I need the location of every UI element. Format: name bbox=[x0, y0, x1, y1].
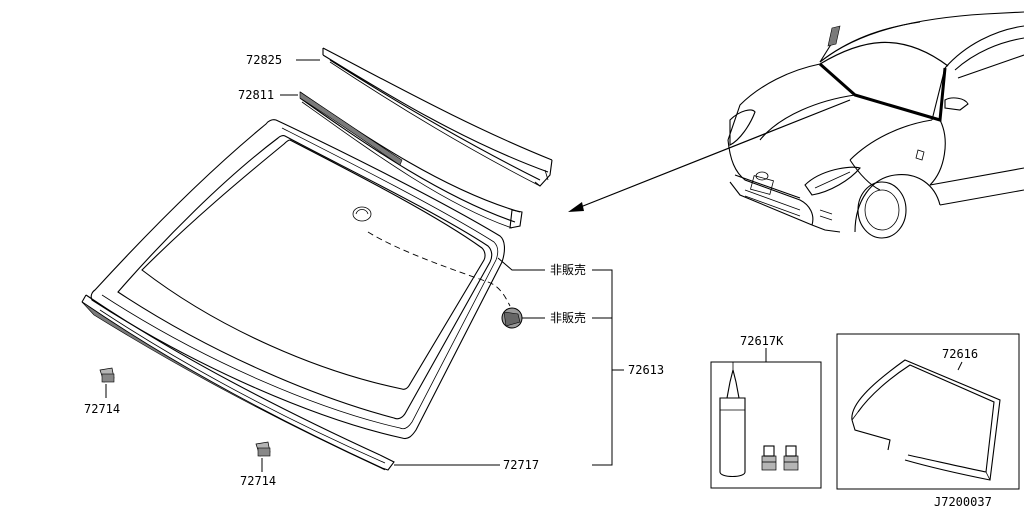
dam-rubber-box bbox=[836, 333, 1020, 490]
car-illustration bbox=[727, 11, 1024, 239]
label-not-for-sale-2: 非販売 bbox=[550, 310, 586, 325]
label-dam-rubber: 72616 bbox=[942, 347, 978, 361]
label-weatherstrip: 72825 bbox=[246, 53, 282, 67]
weatherstrip-part bbox=[322, 47, 553, 187]
label-clip-left: 72714 bbox=[84, 402, 120, 416]
label-windshield-glass: 72613 bbox=[628, 363, 664, 377]
pointer-arrow bbox=[568, 99, 851, 212]
primer-bottle bbox=[761, 445, 777, 471]
sealant-kit-box bbox=[710, 348, 822, 489]
sealant-cartridge bbox=[719, 397, 746, 478]
diagram-code: J7200037 bbox=[934, 495, 992, 509]
moulding-part bbox=[299, 91, 523, 229]
label-lower-moulding: 72717 bbox=[503, 458, 539, 472]
windshield-glass bbox=[90, 119, 511, 440]
lower-moulding-part bbox=[81, 294, 395, 471]
label-moulding: 72811 bbox=[238, 88, 274, 102]
leader-lines bbox=[280, 59, 624, 466]
label-sealant-kit: 72617K bbox=[740, 334, 784, 348]
clip-left-part bbox=[99, 367, 115, 398]
label-clip-bottom: 72714 bbox=[240, 474, 276, 488]
clip-bottom-part bbox=[255, 441, 271, 472]
sensor-bracket bbox=[501, 307, 523, 329]
primer-bottle bbox=[783, 445, 799, 471]
label-not-for-sale-1: 非販売 bbox=[550, 262, 586, 277]
